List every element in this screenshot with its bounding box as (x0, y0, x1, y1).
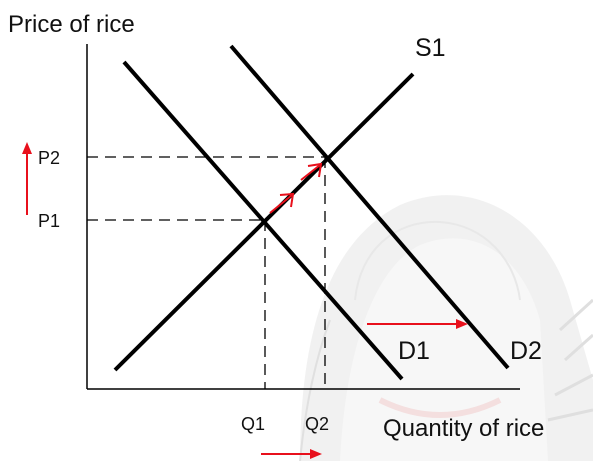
demand-label-d1: D1 (398, 337, 430, 365)
quantity-increase-arrow (261, 449, 322, 459)
demand-curve-d1 (122, 60, 404, 381)
supply-label-s1: S1 (415, 34, 446, 62)
y-axis-label: Price of rice (8, 11, 135, 38)
quantity-label-q2: Q2 (305, 414, 329, 434)
x-axis-label: Quantity of rice (383, 415, 544, 442)
demand-shift-arrow (367, 319, 468, 329)
price-label-p1: P1 (38, 211, 60, 231)
equilibrium-move-arrow-2 (300, 162, 323, 181)
equilibrium-move-arrow-1 (269, 192, 295, 214)
watermark-illustration (299, 195, 593, 461)
quantity-label-q1: Q1 (241, 414, 265, 434)
demand-label-d2: D2 (510, 337, 542, 365)
price-increase-arrow (22, 142, 32, 215)
demand-curve-d2 (229, 44, 510, 370)
price-label-p2: P2 (38, 148, 60, 168)
